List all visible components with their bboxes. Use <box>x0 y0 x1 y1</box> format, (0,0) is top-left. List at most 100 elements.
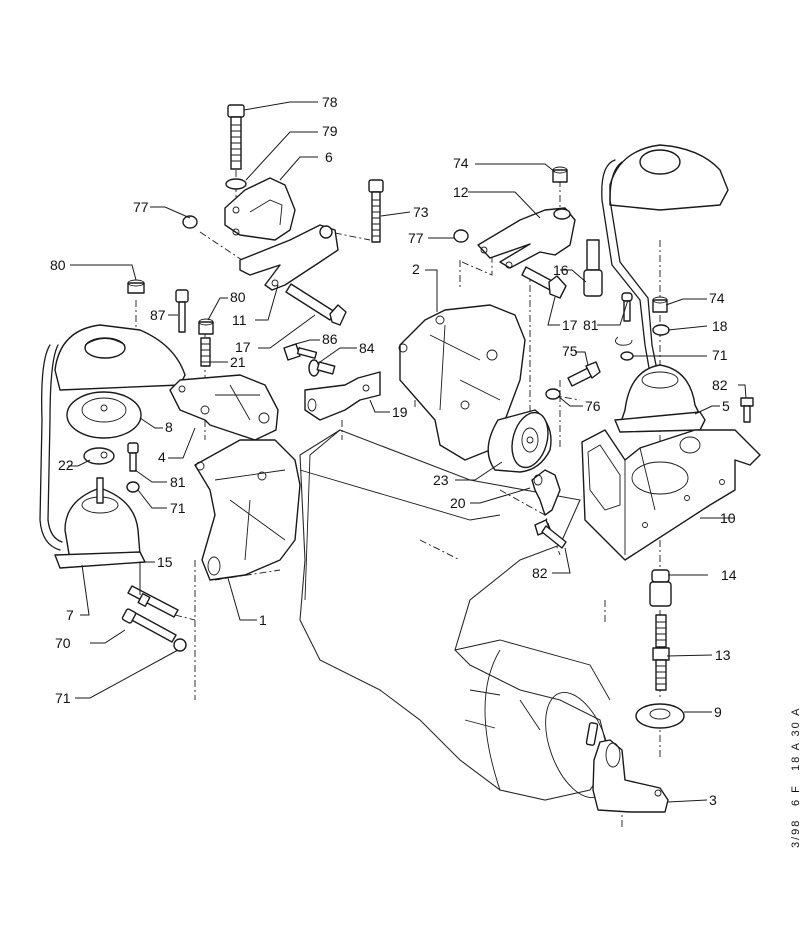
part-2-gearbox-bracket <box>398 304 526 461</box>
part-9-cup-washer <box>635 703 685 729</box>
part-11-torque-link <box>239 224 339 291</box>
part-74-nut-top <box>552 166 568 183</box>
part-23-bush <box>487 409 552 473</box>
part-84-bolt <box>308 359 336 377</box>
callout-80-left: 80 <box>50 257 66 273</box>
reference-codes: 18 A 30 A 6 F 3/98 <box>790 707 800 849</box>
callout-73: 73 <box>413 204 429 220</box>
engine-gearbox-outline <box>299 429 611 801</box>
part-80-nut-left <box>127 279 145 294</box>
callout-71-bottom: 71 <box>55 690 71 706</box>
part-10-mount-cradle <box>581 429 761 561</box>
part-71-washer-left <box>126 481 140 493</box>
callout-87: 87 <box>150 307 166 323</box>
callout-15: 15 <box>157 554 173 570</box>
callout-12: 12 <box>453 184 469 200</box>
callout-77-left: 77 <box>133 199 149 215</box>
part-82-bolt-right <box>740 397 754 423</box>
callout-11: 11 <box>232 312 247 328</box>
callout-2: 2 <box>412 261 420 277</box>
callout-16: 16 <box>553 262 569 278</box>
part-77-nut <box>182 215 198 229</box>
callout-13: 13 <box>715 647 731 663</box>
part-3-lower-bracket <box>585 722 669 813</box>
part-71-washer-bottom <box>173 638 187 652</box>
callout-74-top: 74 <box>453 155 469 171</box>
part-12-torque-link <box>477 207 576 269</box>
callout-80-right: 80 <box>230 289 246 305</box>
part-20-clip <box>531 469 561 516</box>
part-21-stud <box>200 337 211 367</box>
part-77-nut-right <box>453 229 469 243</box>
callout-labels: 78 79 6 77 73 80 87 80 11 17 86 21 84 19… <box>50 94 737 808</box>
callout-6: 6 <box>325 149 333 165</box>
part-19-bracket <box>304 371 381 421</box>
callout-3: 3 <box>709 792 717 808</box>
part-17-bolt-left <box>285 283 347 326</box>
leader-lines <box>68 101 747 803</box>
callout-7: 7 <box>66 607 74 623</box>
part-5-right-hydraulic-mount <box>601 144 729 433</box>
part-81-bolt-right <box>621 292 633 322</box>
callout-9: 9 <box>714 704 722 720</box>
part-82-bolt-lower <box>534 519 567 549</box>
part-71-washer-right <box>620 351 634 361</box>
part-1-front-bracket <box>194 439 301 581</box>
part-80-nut-right <box>198 318 214 335</box>
part-8-dish-washer <box>66 391 142 439</box>
part-76-washer <box>545 388 561 400</box>
callout-78: 78 <box>322 94 338 110</box>
part-79-washer <box>225 178 247 190</box>
clip-ring <box>615 336 633 346</box>
section-reference: 6 F <box>790 784 800 806</box>
part-74-nut-right <box>652 296 668 313</box>
part-70-bolt <box>121 608 177 643</box>
callout-10: 10 <box>720 510 736 526</box>
part-14-spacer <box>649 569 672 607</box>
part-4-upper-bracket <box>169 374 279 441</box>
part-13-stud <box>652 614 670 691</box>
callout-75: 75 <box>562 343 578 359</box>
callout-17-left: 17 <box>235 339 251 355</box>
date-reference: 3/98 <box>790 819 800 848</box>
part-17-bolt-right <box>521 266 567 299</box>
callout-74-right: 74 <box>709 290 725 306</box>
part-16-stud <box>583 239 603 297</box>
part-75-bolt <box>567 361 601 387</box>
callout-84: 84 <box>359 340 375 356</box>
callout-4: 4 <box>158 449 166 465</box>
callout-8: 8 <box>165 419 173 435</box>
callout-18: 18 <box>712 318 728 334</box>
callout-20: 20 <box>450 495 466 511</box>
part-73-bolt <box>368 179 384 243</box>
part-78-bolt <box>227 104 245 170</box>
callout-17-right: 17 <box>562 317 578 333</box>
callout-86: 86 <box>322 331 338 347</box>
part-86-bolt <box>283 343 318 361</box>
callout-23: 23 <box>433 472 449 488</box>
callout-77-right: 77 <box>408 230 424 246</box>
callout-82-right: 82 <box>712 377 728 393</box>
callout-81-left: 81 <box>170 474 186 490</box>
callout-14: 14 <box>721 567 737 583</box>
part-6-torque-mount <box>224 177 296 241</box>
callout-71-left: 71 <box>170 500 186 516</box>
callout-71-right: 71 <box>712 347 728 363</box>
part-22-pad <box>83 447 115 465</box>
part-18-washer <box>652 324 670 336</box>
callout-76: 76 <box>585 398 601 414</box>
callout-82-lower: 82 <box>532 565 548 581</box>
part-87-bolt <box>175 289 189 333</box>
plate-reference: 18 A 30 A <box>790 707 800 772</box>
callout-19: 19 <box>392 404 408 420</box>
part-7-left-hydraulic-mount <box>39 324 186 569</box>
callout-79: 79 <box>322 123 338 139</box>
callout-22: 22 <box>58 457 74 473</box>
callout-1: 1 <box>259 612 267 628</box>
callout-70: 70 <box>55 635 71 651</box>
callout-81-right: 81 <box>583 317 599 333</box>
part-81-bolt-left <box>127 442 139 472</box>
callout-21: 21 <box>230 354 246 370</box>
callout-5: 5 <box>722 398 730 414</box>
